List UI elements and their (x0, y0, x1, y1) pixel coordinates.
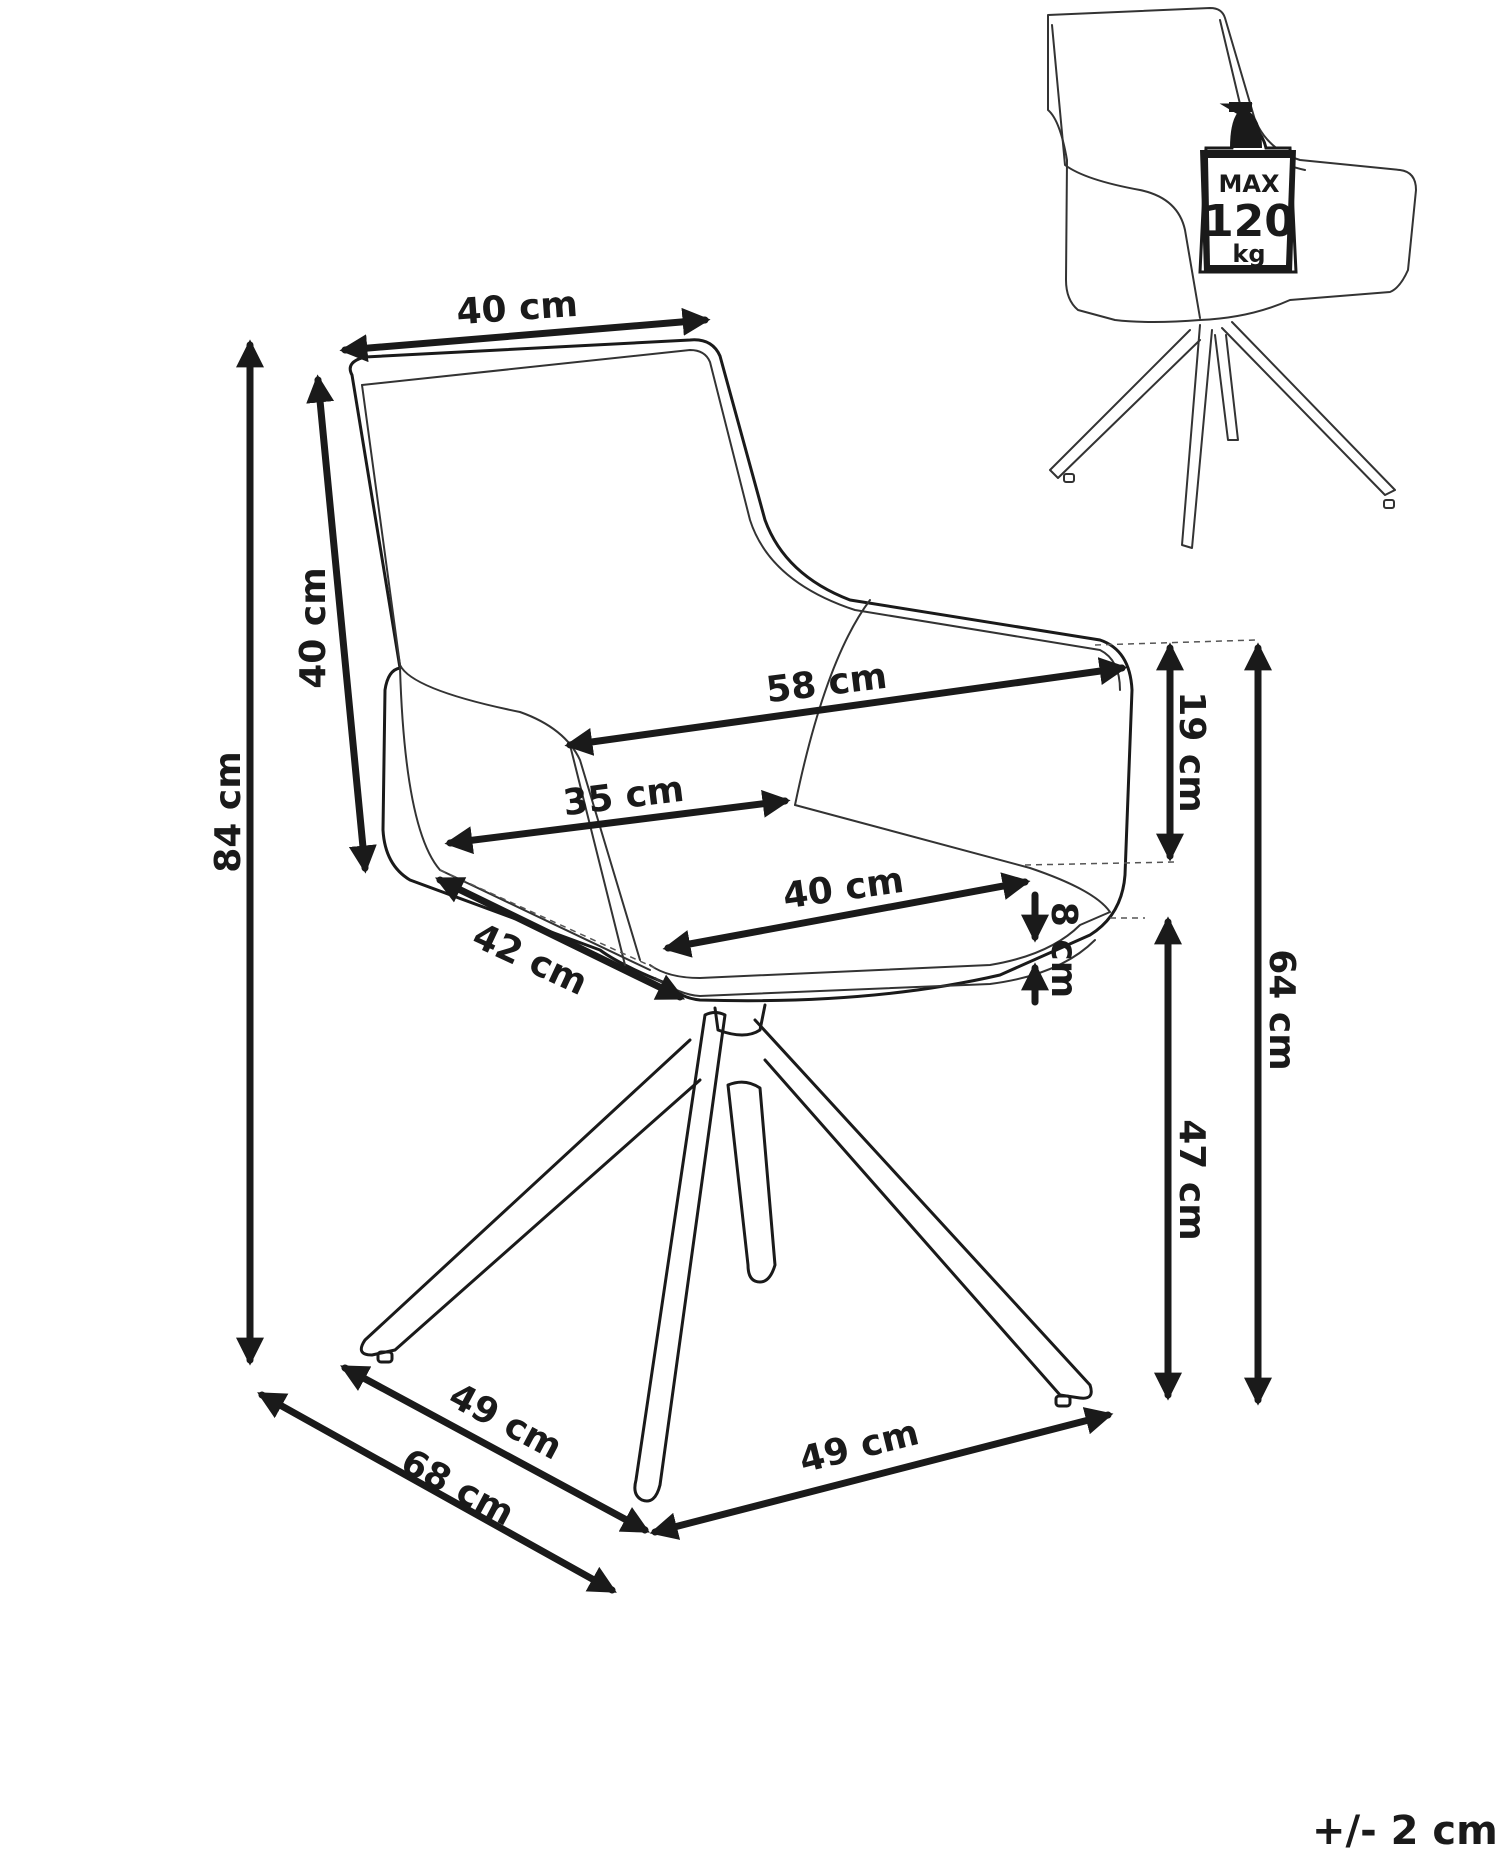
base-hub (713, 1003, 767, 1037)
tolerance-note: +/- 2 cm (1312, 1808, 1498, 1854)
dimension-arrows (236, 307, 1272, 1594)
badge-unit-label: kg (1232, 240, 1265, 268)
dim-arrow-total-depth (257, 1391, 617, 1594)
label-seat-depth: 42 cm (466, 915, 593, 1004)
dim-arrow-inner-seat-depth (444, 789, 791, 855)
leg-right (753, 1018, 1093, 1400)
dim-arrow-base-width (649, 1407, 1114, 1540)
main-chair-drawing (348, 338, 1134, 1503)
backrest-inner (361, 349, 1121, 691)
label-seat-thickness: 8 cm (1043, 902, 1084, 998)
foot-glide-right (1054, 1394, 1072, 1408)
foot-glide-left (376, 1350, 394, 1364)
badge-max-label: MAX (1219, 170, 1280, 198)
label-backrest-width: 40 cm (455, 284, 579, 333)
dim-arrow-armrest-width (564, 657, 1128, 756)
dim-arrow-seat-depth (434, 876, 686, 1001)
left-arm-bottom (399, 667, 651, 971)
label-backrest-height: 40 cm (293, 567, 334, 688)
dimension-labels: 40 cm 40 cm 84 cm 58 cm 35 cm 40 cm 42 c… (208, 284, 1302, 1535)
dim-arrow-backrest-height (306, 374, 377, 874)
badge-weight-value: 120 (1203, 196, 1295, 247)
label-seat-height: 47 cm (1171, 1119, 1212, 1240)
label-total-height: 84 cm (208, 751, 249, 872)
thumbnail-chair (1047, 7, 1417, 549)
leg-front (633, 1011, 727, 1503)
leg-left (359, 1038, 702, 1357)
weight-icon: MAX 120 kg (1198, 102, 1298, 274)
dim-arrow-backrest-width (339, 307, 711, 363)
chair-dimension-diagram: MAX 120 kg 40 cm 40 cm 84 cm 58 cm 35 cm… (208, 7, 1417, 1594)
backrest-outline (348, 338, 1134, 1003)
leg-back (726, 1080, 777, 1284)
label-armrest-height: 64 cm (1261, 949, 1302, 1070)
seat-front-edge (654, 939, 1096, 997)
dim-arrow-seat-width (662, 872, 1031, 958)
label-armrest-above-seat: 19 cm (1171, 691, 1212, 812)
